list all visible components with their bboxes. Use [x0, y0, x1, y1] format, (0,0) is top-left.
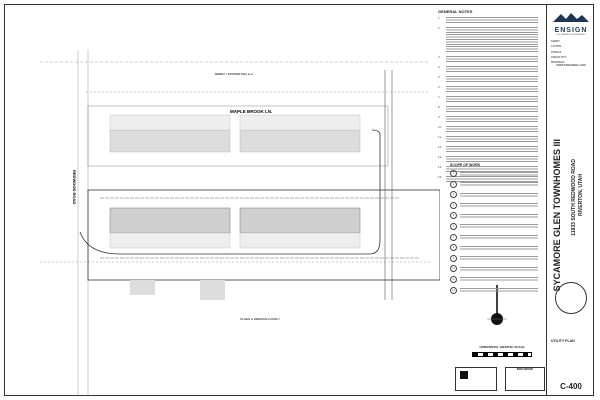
office-name: CEDAR CITY — [551, 55, 567, 59]
scope-item: 7 — [450, 233, 538, 241]
owner-south-label: OLSEN & DEBORAH FAMILY — [240, 317, 280, 321]
graphic-scale: HORIZONTAL GRAPHIC SCALE — [472, 345, 532, 357]
scope-item: 1 — [450, 170, 538, 177]
scope-item: 6 — [450, 222, 538, 230]
mountain-logo-icon — [553, 13, 589, 22]
general-note: 9. — [438, 115, 538, 123]
general-note: 12. — [438, 145, 538, 153]
keynote-icon: 6 — [450, 222, 457, 230]
general-note: 4. — [438, 65, 538, 73]
office-name: SANDY — [551, 40, 560, 44]
general-note: 15. — [438, 175, 538, 183]
site-plan: MAPLE BROOK LN. REBEX I PROPERTIES LLC O… — [40, 50, 440, 395]
general-note: 14. — [438, 165, 538, 173]
general-note: 11. — [438, 135, 538, 143]
scope-item: 3 — [450, 191, 538, 199]
site-boundary — [87, 189, 440, 281]
project-city: RIVERTON, UTAH — [578, 174, 584, 217]
scope-item: 11 — [450, 275, 538, 283]
benchmark-title: BENCHMARK — [516, 368, 534, 371]
project-address: 11833 SOUTH REDWOOD ROAD — [571, 159, 577, 236]
drawing-sheet — [4, 4, 594, 396]
keynote-icon: 10 — [450, 265, 457, 273]
utility-line — [384, 70, 393, 300]
general-note: 3. — [438, 55, 538, 63]
road-label: REDWOOD ROAD — [72, 170, 77, 204]
title-block: ENSIGN THE STANDARD IN ENGINEERING SANDY… — [546, 4, 594, 396]
scope-item: 2 — [450, 180, 538, 188]
keynote-icon: 4 — [450, 201, 457, 209]
general-note: 7. — [438, 95, 538, 103]
logo-box — [455, 367, 497, 391]
keynote-icon: 3 — [450, 191, 457, 199]
general-note: 10. — [438, 125, 538, 133]
ensign-logo: ENSIGN THE STANDARD IN ENGINEERING SANDY… — [551, 9, 591, 67]
general-note: 5. — [438, 75, 538, 83]
general-note: 8. — [438, 105, 538, 113]
sheet-title: UTILITY PLAN — [551, 339, 575, 343]
scope-item: 8 — [450, 244, 538, 252]
keynote-icon: 12 — [450, 286, 457, 294]
general-notes-title: GENERAL NOTES — [438, 9, 473, 14]
scope-item: 5 — [450, 212, 538, 220]
office-name: RICHFIELD — [551, 61, 565, 65]
general-note: 2. — [438, 26, 538, 53]
keynote-icon: 5 — [450, 212, 457, 220]
scope-item: 9 — [450, 254, 538, 262]
keynote-icon: 7 — [450, 233, 457, 241]
keynote-icon: 2 — [450, 180, 457, 188]
street-label: MAPLE BROOK LN. — [230, 109, 272, 114]
scope-item: 12 — [450, 286, 538, 294]
engineer-seal — [555, 282, 587, 314]
sheet-number: C-400 — [560, 382, 582, 391]
scope-title: SCOPE OF WORK — [450, 163, 481, 167]
scope-item: 10 — [450, 265, 538, 273]
benchmark-box: BENCHMARK — [505, 367, 545, 391]
office-name: TOOELE — [551, 50, 562, 54]
scale-label: HORIZONTAL GRAPHIC SCALE — [479, 345, 525, 349]
call-811-icon — [460, 371, 468, 379]
drive-aisle — [79, 129, 381, 255]
general-note: 1. — [438, 16, 538, 24]
keynote-icon: 8 — [450, 244, 457, 252]
keynote-icon: 1 — [450, 170, 457, 177]
general-notes: GENERAL NOTES 1.2.3.4.5.6.7.8.9.10.11.12… — [438, 10, 538, 186]
general-note: 13. — [438, 155, 538, 163]
project-title: SYCAMORE GLEN TOWNHOMES III — [552, 139, 562, 292]
office-name: LAYTON — [551, 45, 562, 49]
keynote-icon: 9 — [450, 254, 457, 262]
general-note: 6. — [438, 85, 538, 93]
owner-north-label: REBEX I PROPERTIES LLC — [215, 72, 254, 76]
keynote-icon: 11 — [450, 275, 457, 283]
north-lot — [87, 105, 389, 167]
scope-item: 4 — [450, 201, 538, 209]
